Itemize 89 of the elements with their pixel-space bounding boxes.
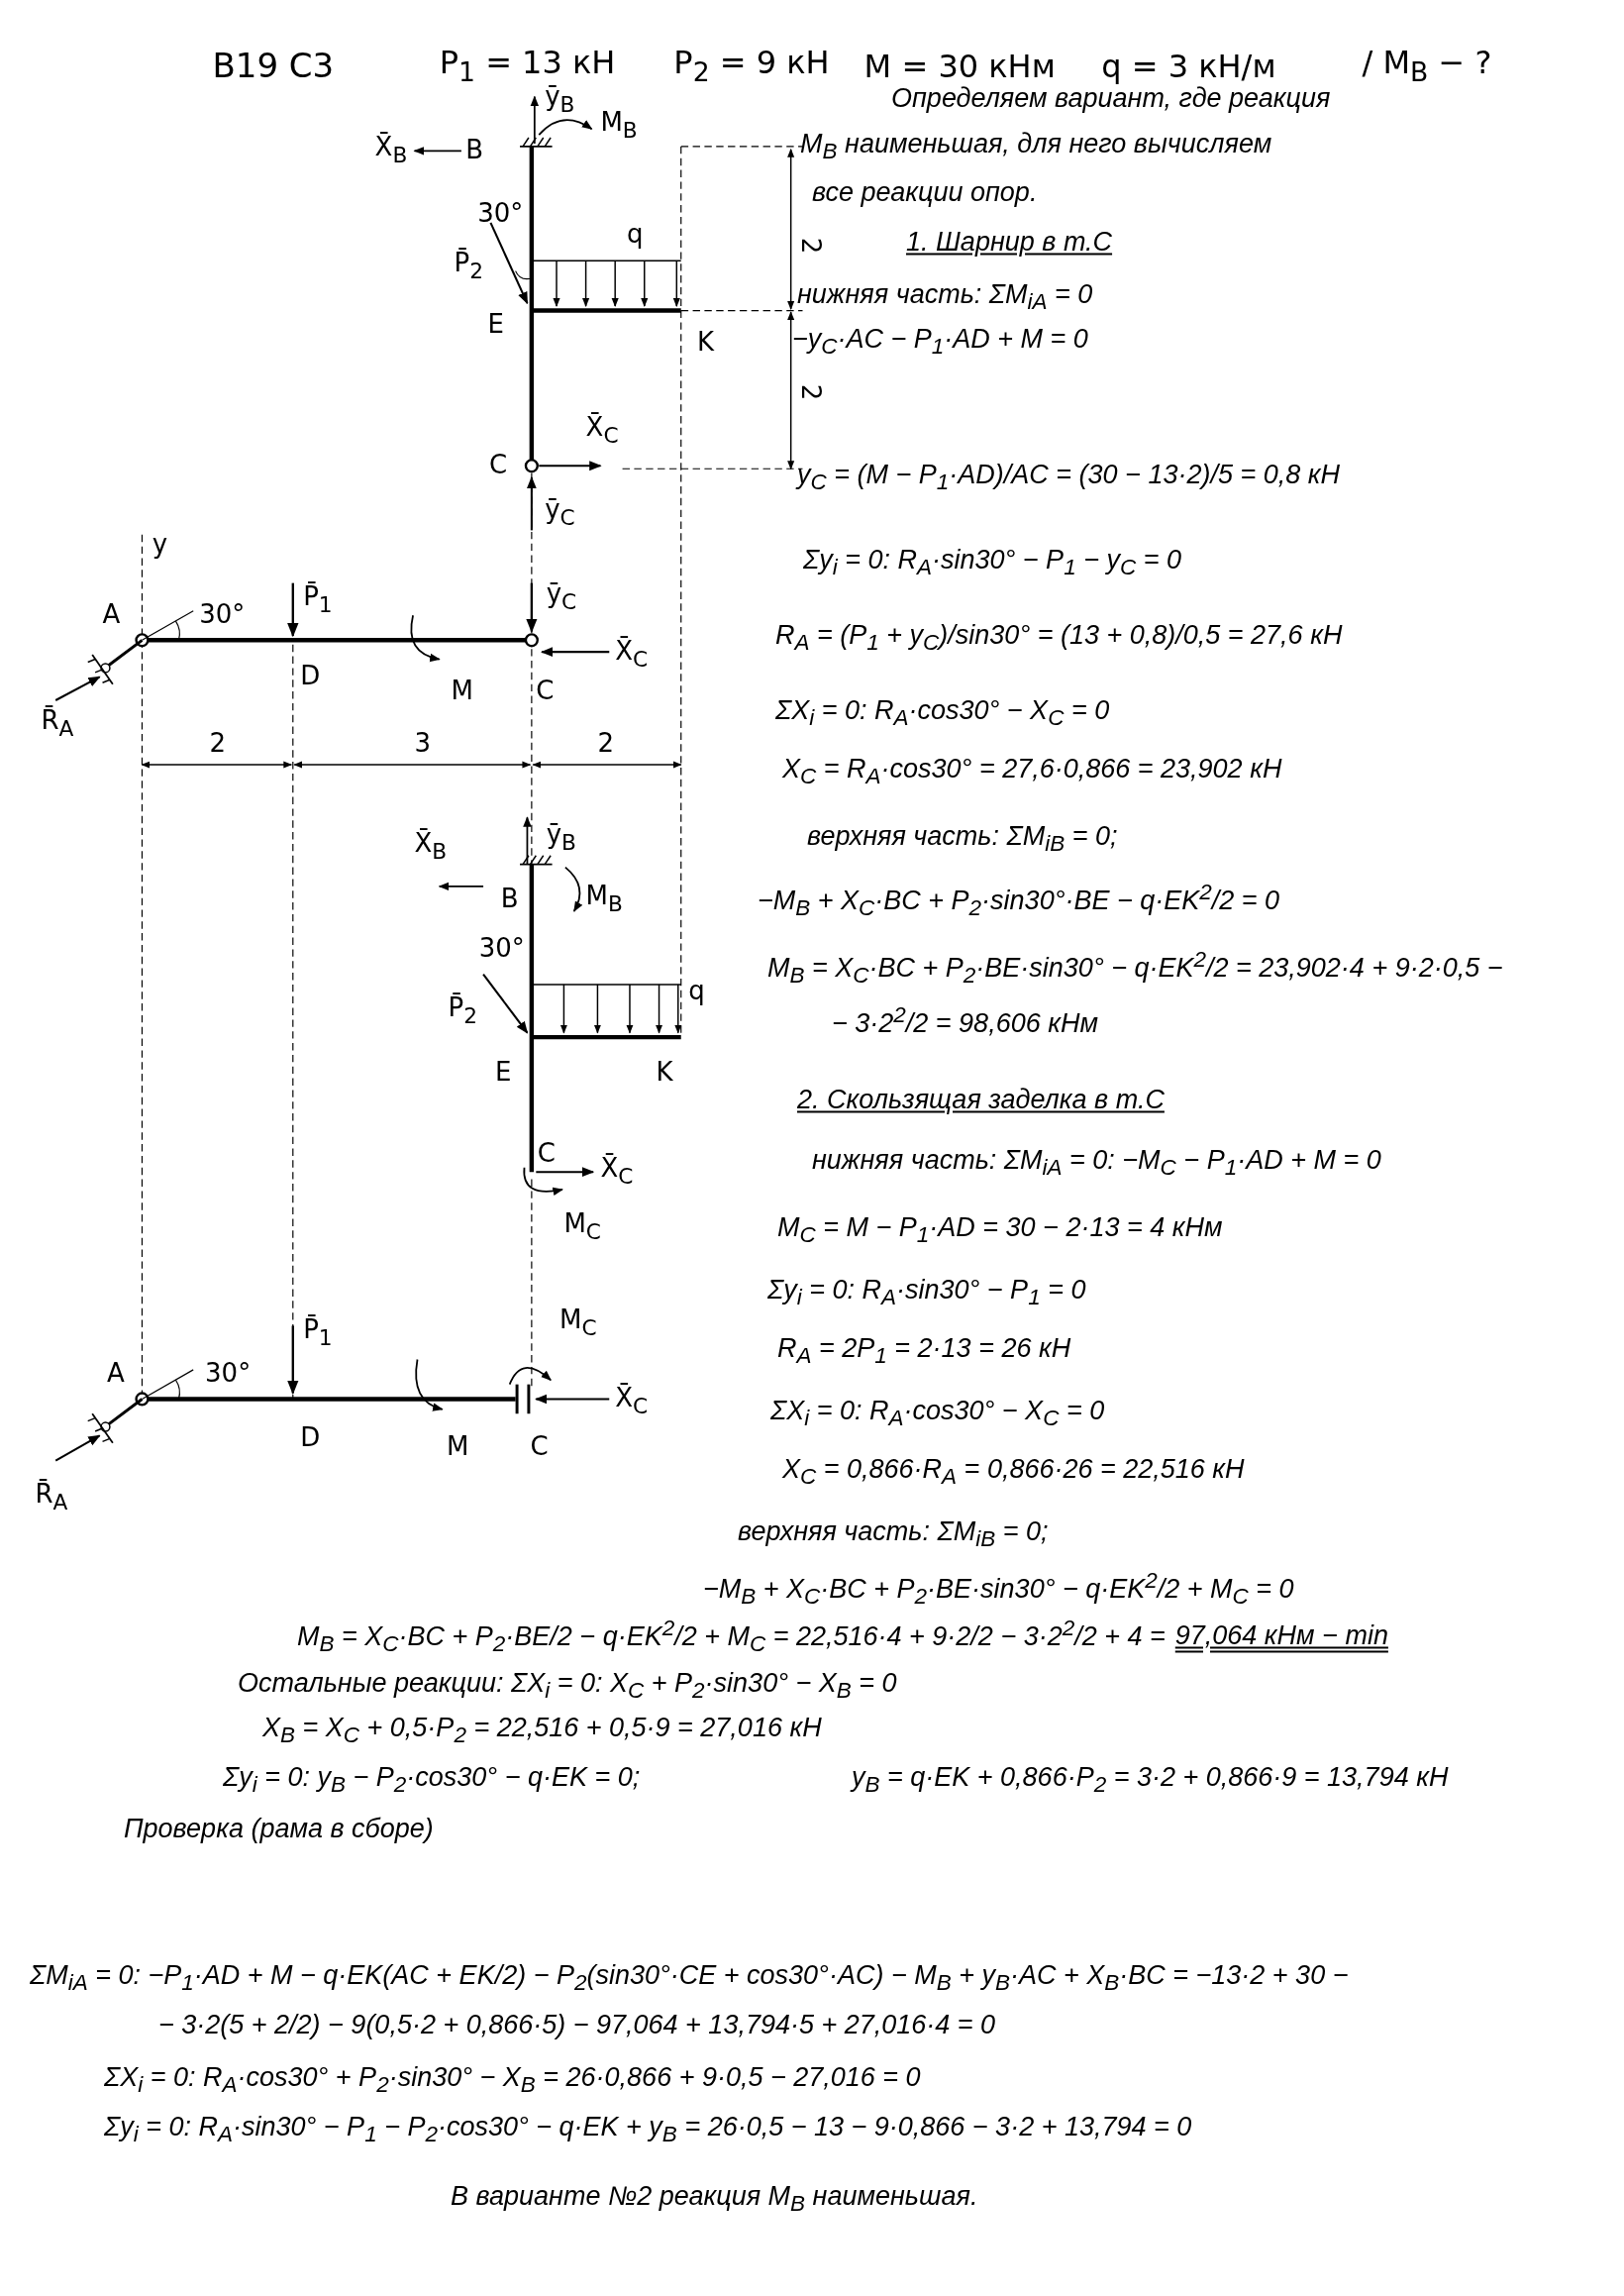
given-value: q = 3 кН/м (1101, 48, 1276, 84)
force-label: X̄$_{B}$ (374, 133, 408, 168)
point-label: E (487, 310, 504, 341)
task-number: В19 С3 (212, 47, 335, 86)
equation: R$_{A}$ = (P$_{1}$ + y$_{C}$)/sin30° = (13 + 0,8)/0,5 = 27,6 кН (775, 619, 1343, 657)
equation: M$_{C}$ = M − P$_{1}$·AD = 30 − 2·13 = 4 кНм (777, 1211, 1223, 1249)
equation: y$_{C}$ = (M − P$_{1}$·AD)/AC = (30 − 13·2)/5 = 0,8 кН (797, 459, 1340, 496)
force-label: ȳ$_{C}$ (545, 495, 575, 531)
note: все реакции опор. (812, 177, 1038, 209)
equation: нижняя часть: ΣM$_{iA}$ = 0: −M$_{C}$ − P$_{1}$·AD + M = 0 (812, 1144, 1381, 1182)
equation: ΣX$_{i}$ = 0: R$_{A}$·cos30° − X$_{C}$ = 0 (770, 1395, 1105, 1432)
angle-label: 30° (478, 934, 525, 965)
equation: верхняя часть: ΣM$_{iB}$ = 0; (807, 820, 1118, 858)
equation: Остальные реакции: ΣX$_{i}$ = 0: X$_{C}$ + P$_{2}$·sin30° − X$_{B}$ = 0 (238, 1667, 897, 1705)
note: Определяем вариант, где реакция (891, 83, 1331, 115)
equation: ΣX$_{i}$ = 0: R$_{A}$·cos30° + P$_{2}$·sin30° − X$_{B}$ = 26·0,866 + 9·0,5 − 27,016 = 0 (104, 2061, 921, 2099)
equation: Σy$_{i}$ = 0: R$_{A}$·sin30° − P$_{1}$ − P$_{2}$·cos30° − q·EK + y$_{B}$ = 26·0,5 − 13 − 9·0,866 − 3·2 + 13,794 = 0 (104, 2111, 1192, 2148)
point-label: C (537, 1139, 556, 1170)
point-label: A (102, 600, 121, 631)
dimension-label: 2 (795, 384, 826, 401)
moment-label: M (451, 677, 473, 706)
dimension-label: 2 (209, 729, 227, 760)
point-label: C (530, 1432, 549, 1463)
dimension-label: 3 (414, 729, 432, 760)
force-label: P̄$_{2}$ (454, 249, 483, 284)
equation: M$_{B}$ = X$_{C}$·BC + P$_{2}$·BE/2 − q·EK$^{2}$/2 + M$_{C}$ = 22,516·4 + 9·2/2 − 3·2$^{2}$/2 + 4 = (297, 1615, 1166, 1658)
section-heading: 2. Скользящая заделка в т.С (797, 1085, 1165, 1116)
force-label: P̄$_{1}$ (303, 1315, 333, 1351)
point-label: A (106, 1359, 125, 1390)
result: 97,064 кНм − min (1174, 1620, 1388, 1652)
equation: Σy$_{i}$ = 0: y$_{B}$ − P$_{2}$·cos30° − q·EK = 0; (223, 1761, 641, 1799)
force-label: ȳ$_{B}$ (545, 82, 575, 118)
load-label: q (688, 977, 705, 1007)
force-label: X̄$_{B}$ (414, 829, 448, 865)
angle-label: 30° (199, 600, 246, 631)
point-label: K (697, 328, 715, 358)
equation: ΣX$_{i}$ = 0: R$_{A}$·cos30° − X$_{C}$ = 0 (775, 694, 1110, 732)
moment-label: M$_{C}$ (563, 1209, 601, 1245)
angle-label: 30° (477, 199, 524, 229)
force-label: P̄$_{1}$ (303, 582, 333, 618)
equation: X$_{C}$ = R$_{A}$·cos30° = 27,6·0,866 = 23,902 кН (782, 753, 1282, 790)
equation: −y$_{C}$·AC − P$_{1}$·AD + M = 0 (792, 323, 1088, 361)
moment-label: M$_{B}$ (600, 108, 638, 144)
force-label: X̄$_{C}$ (615, 1384, 649, 1419)
equation: −M$_{B}$ + X$_{C}$·BC + P$_{2}$·sin30°·BE − q·EK$^{2}$/2 = 0 (758, 879, 1280, 922)
force-label: ȳ$_{C}$ (546, 579, 577, 615)
point-label: K (656, 1057, 673, 1088)
section-heading: Проверка (рама в сборе) (124, 1814, 434, 1845)
force-label: R̄$_{A}$ (41, 706, 74, 742)
dimension-label: 2 (597, 729, 614, 760)
equation: X$_{C}$ = 0,866·R$_{A}$ = 0,866·26 = 22,516 кН (782, 1453, 1245, 1491)
dimension-label: 2 (795, 238, 826, 255)
equation: −M$_{B}$ + X$_{C}$·BC + P$_{2}$·BE·sin30° − q·EK$^{2}$/2 + M$_{C}$ = 0 (703, 1567, 1294, 1611)
force-label: R̄$_{A}$ (35, 1480, 68, 1515)
unknown-value: / M$_{B}$ − ? (1362, 45, 1492, 88)
force-label: ȳ$_{B}$ (546, 820, 576, 856)
conclusion: В варианте №2 реакция M$_{B}$ наименьшая. (451, 2180, 978, 2218)
axis-label: y (152, 530, 168, 561)
given-value: M = 30 кНм (863, 48, 1056, 84)
force-label: X̄$_{C}$ (600, 1154, 634, 1190)
point-label: C (536, 677, 555, 706)
force-label: P̄$_{2}$ (448, 992, 478, 1029)
moment-label: M (447, 1432, 469, 1463)
equation: X$_{B}$ = X$_{C}$ + 0,5·P$_{2}$ = 22,516 + 0,5·9 = 27,016 кН (262, 1712, 822, 1749)
equation: M$_{B}$ = X$_{C}$·BC + P$_{2}$·BE·sin30° − q·EK$^{2}$/2 = 23,902·4 + 9·2·0,5 − (767, 946, 1503, 990)
equation: Σy$_{i}$ = 0: R$_{A}$·sin30° − P$_{1}$ − y$_{C}$ = 0 (803, 544, 1181, 581)
equation: верхняя часть: ΣM$_{iB}$ = 0; (738, 1515, 1049, 1553)
angle-label: 30° (205, 1359, 252, 1390)
load-label: q (627, 219, 644, 250)
moment-label: M$_{C}$ (558, 1305, 597, 1341)
force-label: X̄$_{C}$ (585, 413, 619, 449)
point-label: D (300, 1423, 321, 1454)
equation: − 3·2(5 + 2/2) − 9(0,5·2 + 0,866·5) − 97,064 + 13,794·5 + 27,016·4 = 0 (158, 2010, 996, 2041)
note: M$_{B}$ наименьшая, для него вычисляем (800, 128, 1272, 165)
equation: Σy$_{i}$ = 0: R$_{A}$·sin30° − P$_{1}$ = 0 (767, 1274, 1086, 1311)
moment-label: M$_{B}$ (585, 882, 623, 917)
equation: ΣM$_{iA}$ = 0: −P$_{1}$·AD + M − q·EK(AC + EK/2) − P$_{2}$(sin30°·CE + cos30°·AC) − M$_{B}$ + y$_{B}$·AC + X$_{B}$·BC = −13·2 + 30 − (30, 1959, 1349, 1997)
equation: R$_{A}$ = 2P$_{1}$ = 2·13 = 26 кН (777, 1332, 1071, 1370)
equation: y$_{B}$ = q·EK + 0,866·P$_{2}$ = 3·2 + 0,866·9 = 13,794 кН (852, 1761, 1449, 1799)
given-value: P$_{2}$ = 9 кН (673, 45, 830, 88)
force-label: X̄$_{C}$ (615, 637, 649, 673)
equation: − 3·2$^{2}$/2 = 98,606 кНм (832, 1002, 1098, 1040)
point-label: D (300, 662, 321, 692)
point-label: B (500, 885, 519, 915)
point-label: C (489, 451, 508, 481)
section-heading: 1. Шарнир в т.С (906, 227, 1113, 259)
point-label: E (494, 1057, 512, 1088)
equation: нижняя часть: ΣM$_{iA}$ = 0 (797, 278, 1093, 316)
point-label: B (465, 136, 484, 166)
